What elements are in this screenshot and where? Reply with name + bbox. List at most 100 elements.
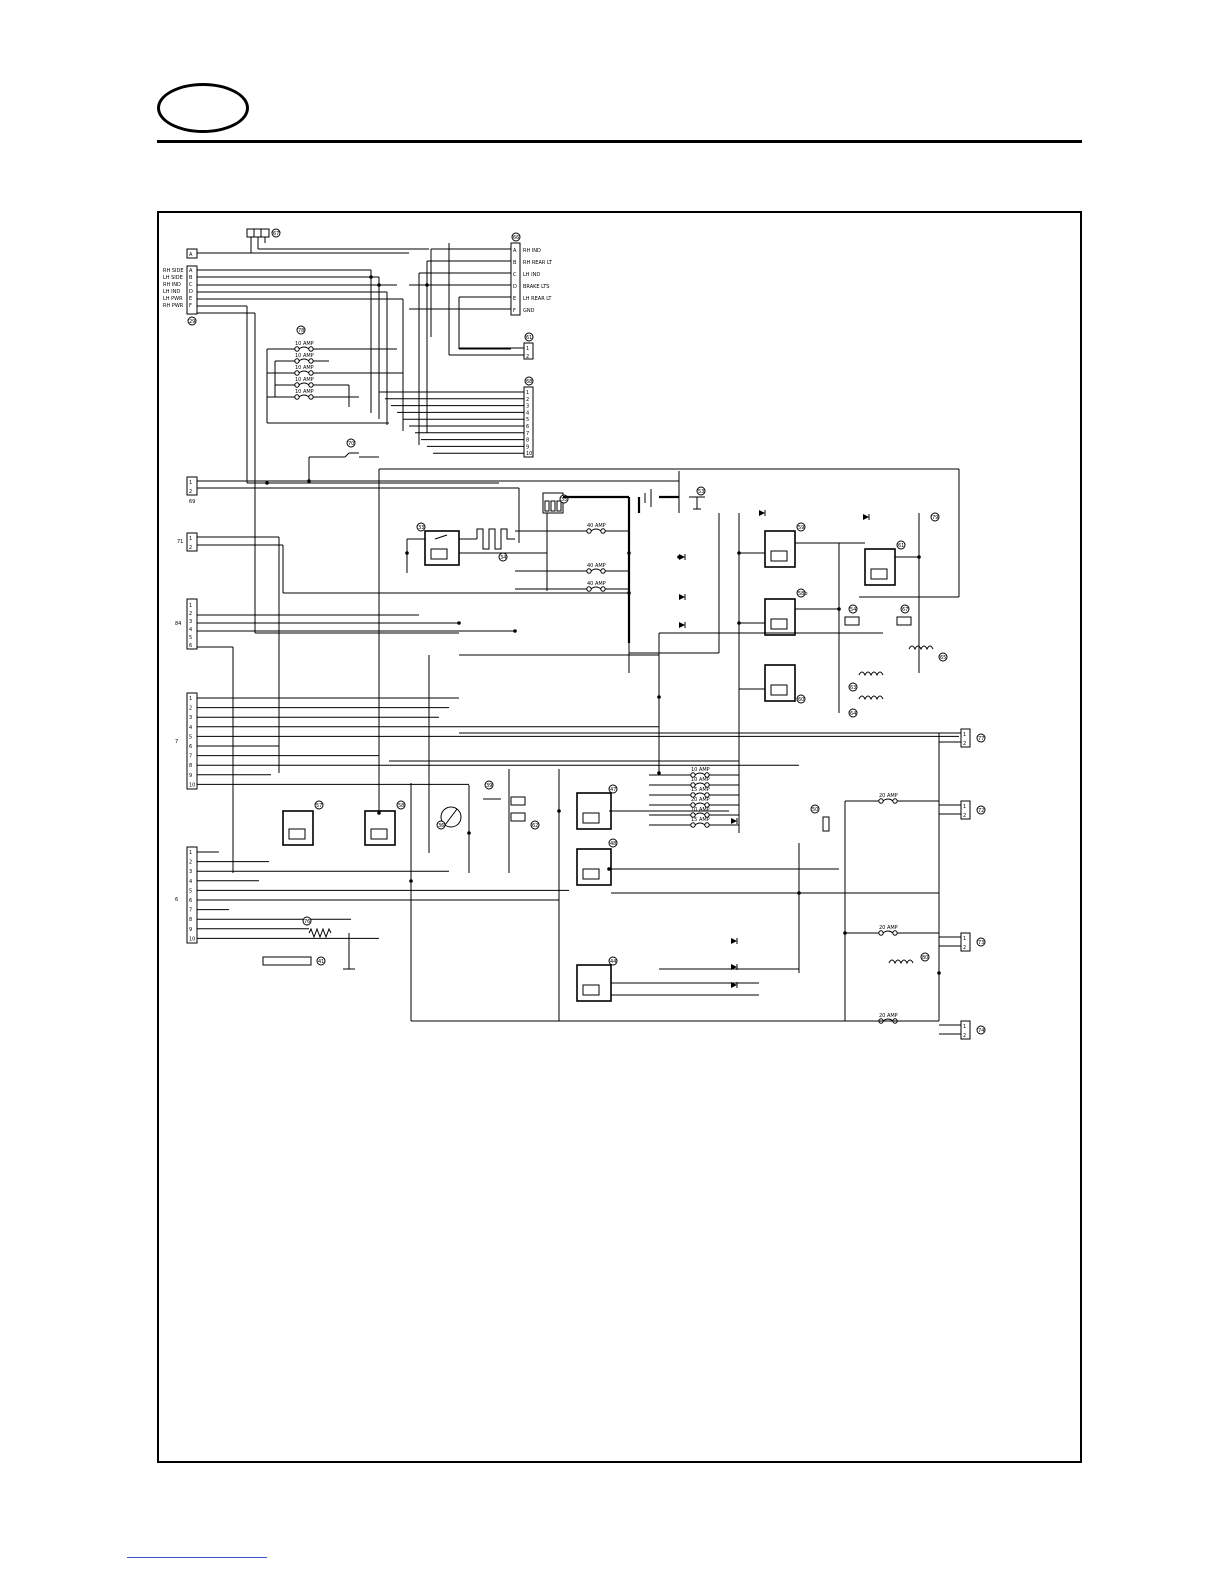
fuse-mid-rating: 15 AMP	[691, 817, 710, 823]
fuse-right-link	[882, 930, 894, 934]
svg-text:2: 2	[189, 545, 192, 551]
lamp-connector-pin: F	[513, 308, 516, 314]
fuse-right-end	[892, 930, 898, 936]
fuse-78-rating: 10 AMP	[295, 353, 314, 359]
fuse-78-end	[294, 370, 300, 376]
junction-dot	[837, 607, 841, 611]
junction-dot	[627, 591, 631, 595]
connector-a-signal: LH IND	[163, 289, 180, 295]
fuse-right-end	[878, 930, 884, 936]
svg-text:67: 67	[273, 231, 279, 237]
connector-a-signal: LH PWR	[163, 296, 183, 302]
fuse-mid-link	[694, 772, 706, 776]
svg-text:62: 62	[532, 823, 538, 829]
svg-text:61: 61	[898, 543, 904, 549]
connector-7-pin: 8	[189, 763, 192, 769]
page-header	[0, 0, 1224, 160]
svg-text:1: 1	[189, 536, 192, 542]
coils-right: 65 63 64 54 67 79	[844, 512, 948, 718]
fuse-40-rating: 40 AMP	[587, 581, 606, 587]
junction-dot	[797, 891, 801, 895]
svg-text:64: 64	[850, 711, 856, 717]
fuse-78-link	[298, 358, 310, 362]
connector-68-pin: 6	[526, 424, 529, 430]
connector-a-wiring	[197, 269, 404, 633]
junction-dot	[917, 555, 921, 559]
connector-6-pin: 3	[189, 869, 192, 875]
junction-dot	[377, 811, 381, 815]
connector-68-pin: 5	[526, 417, 529, 423]
junction-dot	[607, 867, 611, 871]
fuse-mid-end	[690, 822, 696, 828]
right-connector-pin: 2	[963, 1033, 966, 1039]
connector-a-pin: A	[189, 268, 193, 274]
svg-text:44: 44	[610, 959, 616, 965]
lamp-connector-label: BRAKE LTS	[523, 284, 549, 290]
bus-wires	[247, 469, 960, 1022]
connector-68-pin: 9	[526, 444, 529, 450]
svg-text:53: 53	[698, 489, 704, 495]
svg-text:1: 1	[189, 480, 192, 486]
fuse-78-link	[298, 346, 310, 350]
connector-68-pin: 1	[526, 390, 529, 396]
right-connector-ref	[976, 733, 986, 743]
fuse-78-link	[298, 370, 310, 374]
connector-6-pin: 7	[189, 908, 192, 914]
diode-symbol	[679, 554, 685, 560]
fuse-mid-link	[694, 802, 706, 806]
lamp-connector-pin: E	[513, 296, 516, 302]
connector-a-signal: RH SIDE	[163, 268, 183, 274]
svg-text:33: 33	[418, 525, 424, 531]
fuse-right-end	[878, 798, 884, 804]
right-connector-pin: 1	[963, 804, 966, 810]
svg-text:41: 41	[318, 959, 324, 965]
svg-text:60: 60	[798, 697, 804, 703]
connector-6-pin: 8	[189, 917, 192, 923]
svg-text:63: 63	[850, 685, 856, 691]
fuse-78-end	[294, 346, 300, 352]
junction-dot	[377, 283, 381, 287]
svg-text:36: 36	[438, 823, 444, 829]
connector-68-pin: 7	[526, 431, 529, 437]
right-connector-number: 72	[978, 808, 984, 814]
connector-61: 61 1 2	[448, 243, 534, 360]
junction-dot	[307, 479, 311, 483]
fuse-40-rating: 40 AMP	[587, 563, 606, 569]
svg-text:2: 2	[189, 489, 192, 495]
header-rule	[157, 140, 1082, 143]
svg-text:1: 1	[526, 346, 529, 352]
connector-a-pin: F	[189, 303, 192, 309]
svg-text:58: 58	[398, 803, 404, 809]
junction-dot	[457, 621, 461, 625]
fuse-mid-link	[694, 792, 706, 796]
connector-69: 1 2 69	[186, 468, 960, 597]
fuse-mid-rating: 15 AMP	[691, 787, 710, 793]
svg-text:54: 54	[850, 607, 856, 613]
fuse-78-end	[308, 382, 314, 388]
connector-84-pin: 4	[189, 627, 192, 633]
svg-text:69: 69	[189, 499, 195, 505]
connector-7-pin: 3	[189, 715, 192, 721]
svg-text:7: 7	[175, 739, 178, 745]
svg-text:68: 68	[526, 379, 532, 385]
lamp-connector-label: LH IND	[523, 272, 540, 278]
svg-text:58b: 58b	[798, 591, 808, 597]
svg-text:70: 70	[348, 441, 354, 447]
fuse-40-end	[600, 586, 606, 592]
fuse-40-link	[590, 528, 602, 532]
connector-68-pin: 8	[526, 438, 529, 444]
connector-a-pin: E	[189, 296, 192, 302]
fuse-mid-link	[694, 812, 706, 816]
lamp-connector-pin: B	[513, 260, 517, 266]
svg-text:71: 71	[177, 539, 183, 545]
connector-6-pin: 1	[189, 850, 192, 856]
fuse-40-end	[586, 568, 592, 574]
right-connector-pin: 2	[963, 741, 966, 747]
connector-84-pin: 6	[189, 643, 192, 649]
lamp-connector-label: RH IND	[523, 248, 541, 254]
fuse-78-rating: 10 AMP	[295, 389, 314, 395]
